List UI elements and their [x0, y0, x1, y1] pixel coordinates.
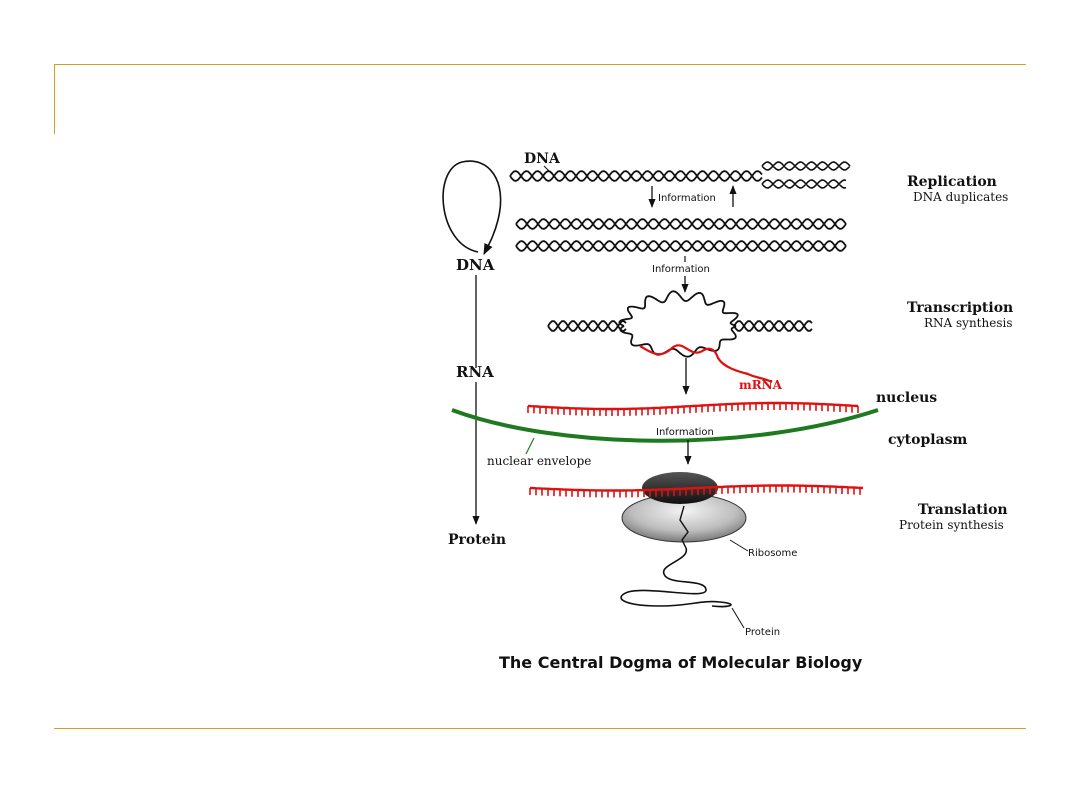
transcription-info-label: Information [652, 264, 710, 275]
ribosome-label: Ribosome [748, 548, 797, 559]
mrna-strand [529, 484, 864, 492]
replication-info-label: Information [658, 193, 716, 204]
cytoplasm-label: cytoplasm [888, 432, 968, 448]
helix-strand [509, 170, 763, 182]
nuclear-envelope [451, 408, 879, 443]
slide-bottom-rule [54, 728, 1026, 729]
nascent-chain [679, 505, 689, 549]
transcription-bubble [619, 325, 737, 358]
envelope-pointer-line [525, 437, 535, 455]
helix-strand [761, 161, 851, 171]
dna-strand-label: DNA [524, 151, 561, 167]
helix-strand [515, 240, 847, 252]
replication-section: DNA Information Replication DNA duplicat… [509, 151, 1008, 252]
helix-strand [547, 320, 627, 332]
flow-protein-label: Protein [448, 532, 506, 548]
nucleus-region: nucleus [527, 390, 937, 416]
transcription-subtitle: RNA synthesis [924, 316, 1013, 330]
nucleus-label: nucleus [876, 390, 937, 406]
protein-chain [620, 547, 732, 608]
translation-subtitle: Protein synthesis [899, 518, 1004, 532]
mrna-strand [527, 401, 859, 411]
mrna-label: mRNA [739, 378, 783, 392]
diagram-caption: The Central Dogma of Molecular Biology [499, 653, 863, 672]
replication-title: Replication [907, 174, 997, 190]
nuclear-envelope-region: nuclear envelope cytoplasm Information [451, 408, 968, 468]
ribosome-pointer-line [729, 539, 749, 552]
transcription-bubble [618, 290, 739, 327]
helix-strand [761, 179, 847, 189]
replication-subtitle: DNA duplicates [913, 190, 1008, 204]
mrna-codons [529, 485, 861, 498]
flow-rna-label: RNA [456, 363, 494, 381]
protein-pointer-line [731, 607, 745, 629]
flow-dna-label: DNA [456, 256, 495, 274]
translation-info-label: Information [656, 427, 714, 438]
translation-region: Ribosome Protein Translation Protein syn… [529, 472, 1008, 638]
transcription-section: Information Transcription RNA synthesis … [547, 256, 1013, 395]
helix-strand [515, 218, 847, 230]
replication-loop-arrow [442, 160, 502, 256]
transcription-title: Transcription [907, 300, 1013, 316]
protein-label: Protein [745, 627, 780, 638]
helix-strand [733, 320, 813, 332]
nascent-mrna [639, 344, 773, 383]
slide-top-rule [54, 64, 1026, 65]
helix-strand [547, 320, 627, 332]
helix-strand [733, 320, 813, 332]
translation-title: Translation [918, 502, 1008, 518]
left-flow: DNA RNA Protein [442, 160, 506, 548]
helix-strand [509, 170, 763, 182]
envelope-label: nuclear envelope [487, 454, 591, 468]
slide-left-rule [54, 64, 55, 134]
mrna-codons [527, 403, 859, 416]
